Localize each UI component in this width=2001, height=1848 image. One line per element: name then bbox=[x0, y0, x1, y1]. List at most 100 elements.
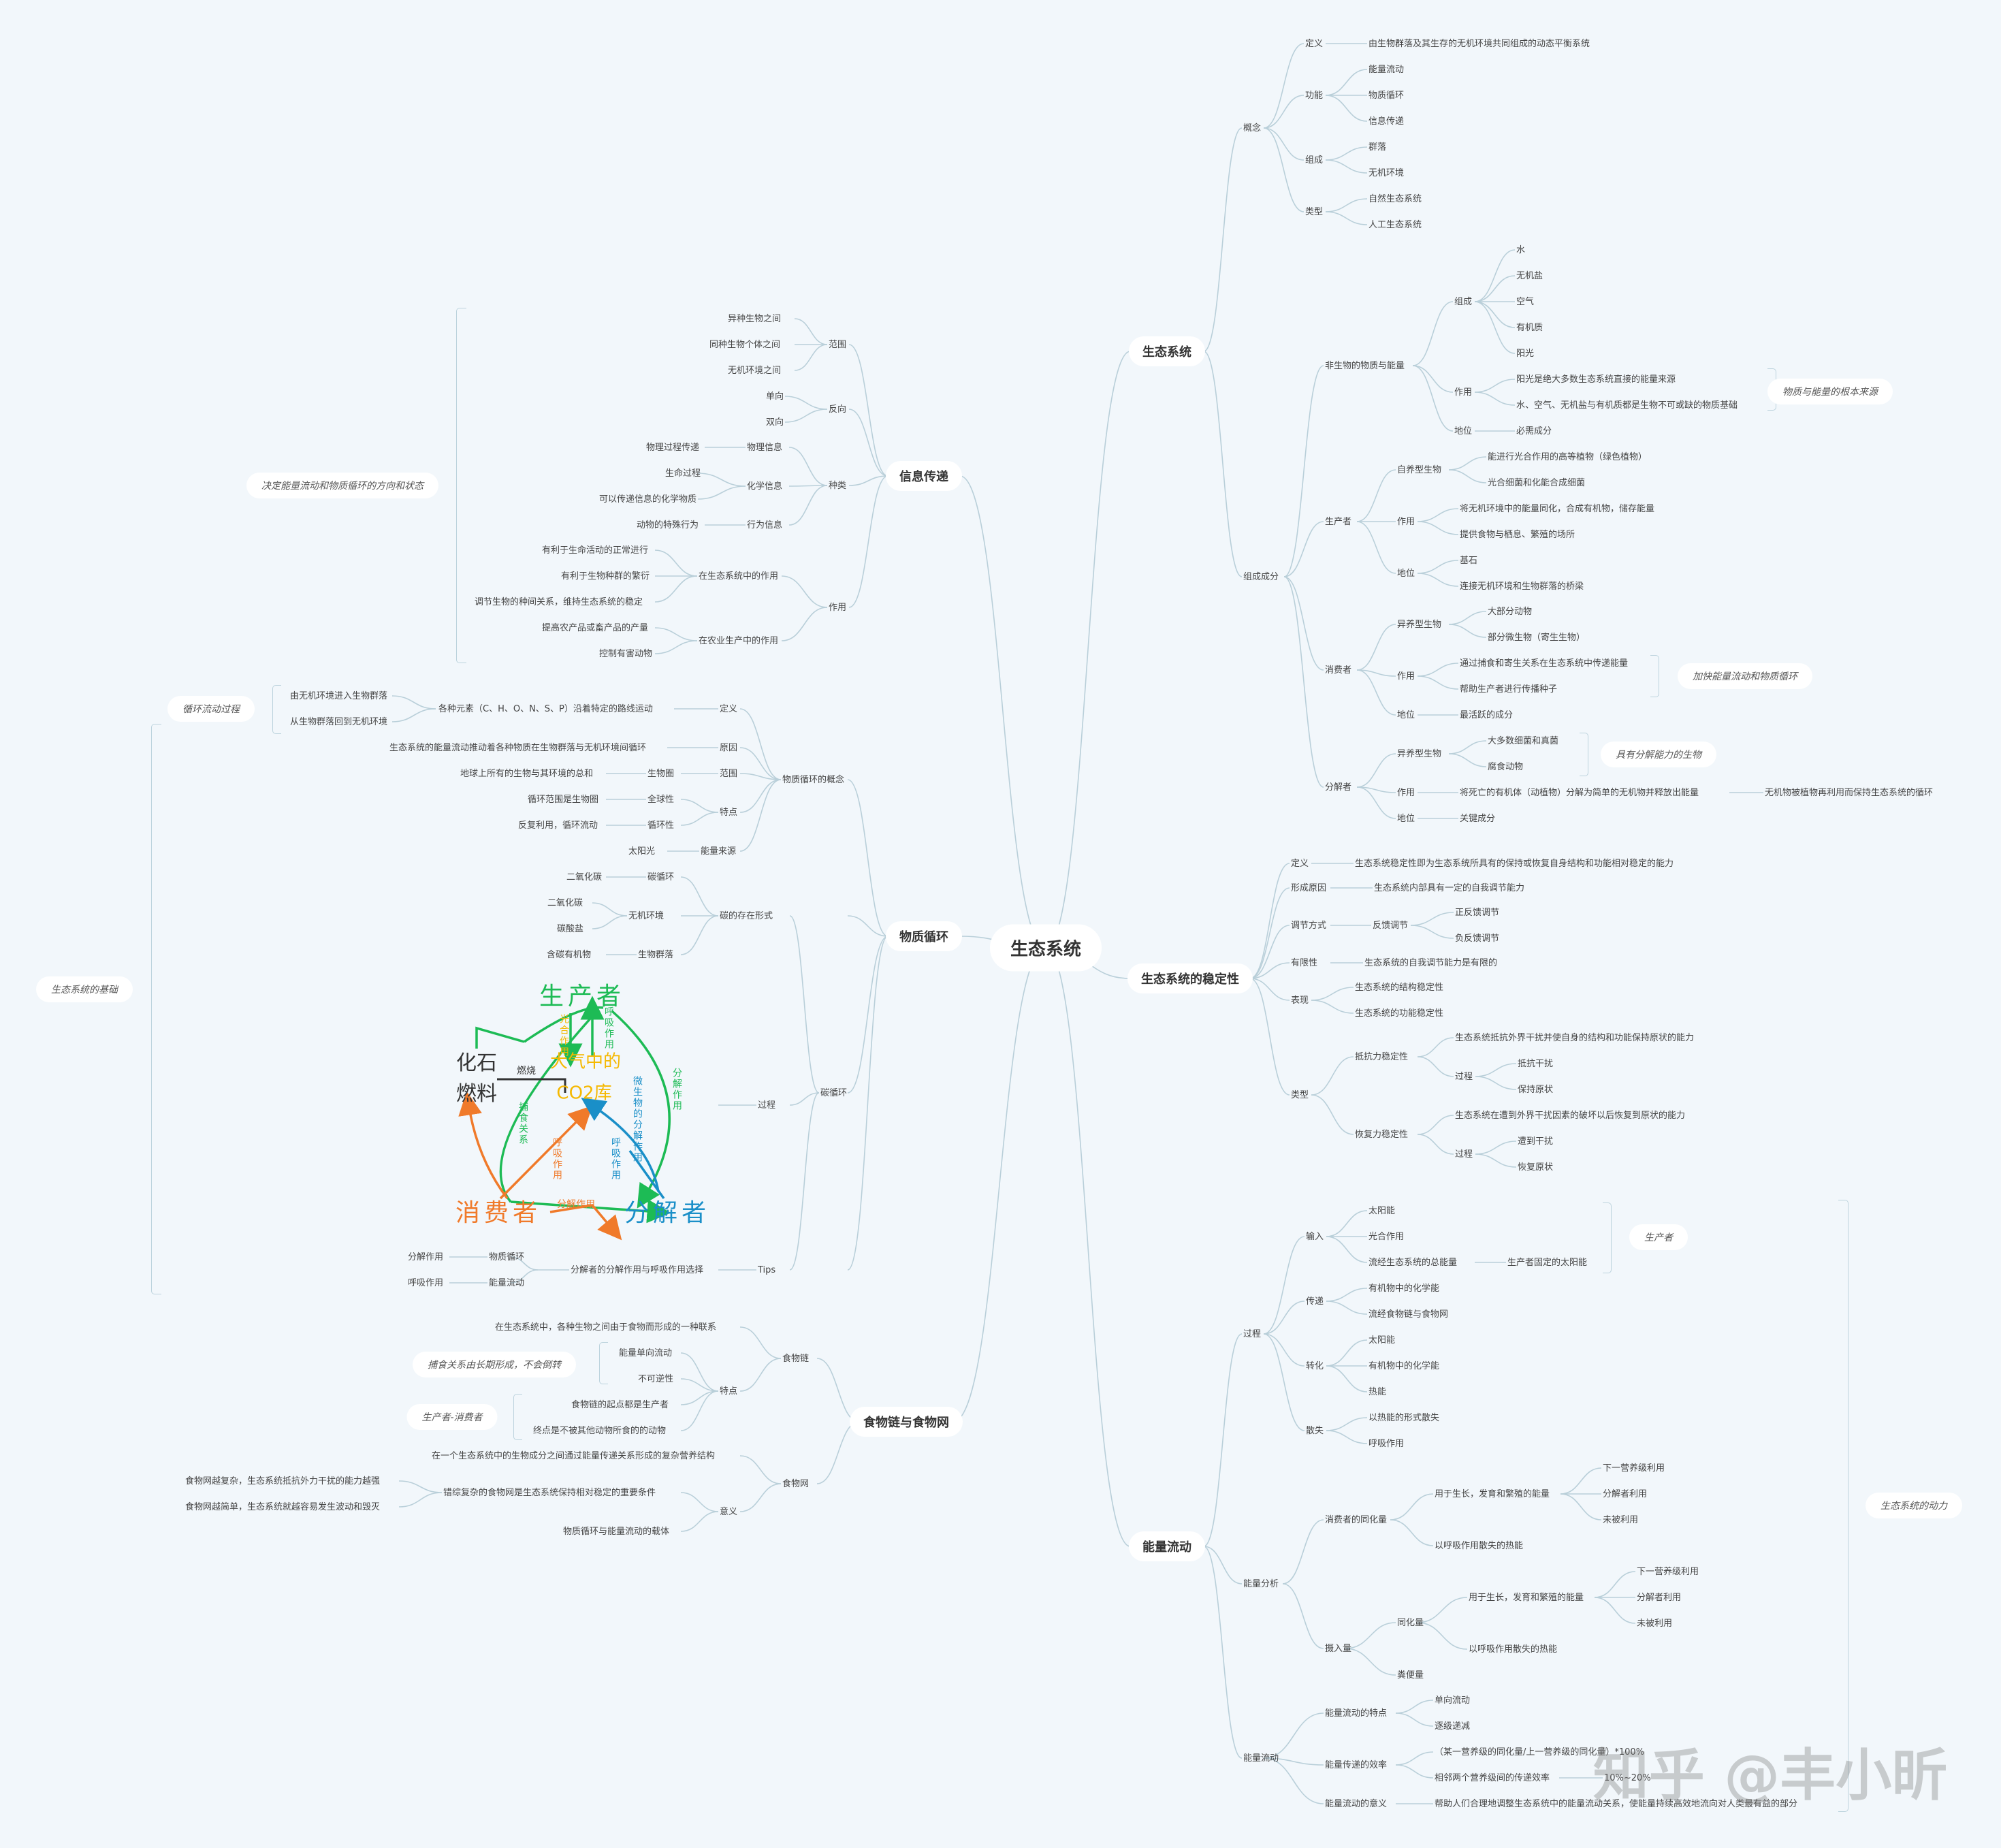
callout-ecosystem-power[interactable]: 生态系统的动力 bbox=[1866, 1493, 1962, 1518]
node[interactable]: 恢复力稳定性 bbox=[1355, 1130, 1409, 1140]
node[interactable]: 散失 bbox=[1306, 1426, 1324, 1436]
node[interactable]: 循环范围是生物圈 bbox=[528, 795, 599, 805]
node[interactable]: 同种生物个体之间 bbox=[709, 340, 781, 350]
node[interactable]: 消费者的同化量 bbox=[1325, 1515, 1388, 1525]
node[interactable]: 能量传递的效率 bbox=[1325, 1760, 1388, 1770]
node[interactable]: 错综复杂的食物网是生态系统保持相对稳定的重要条件 bbox=[443, 1488, 656, 1498]
node[interactable]: 地位 bbox=[1397, 569, 1415, 579]
node[interactable]: 正反馈调节 bbox=[1455, 908, 1500, 918]
node[interactable]: 能量流动的意义 bbox=[1325, 1799, 1388, 1809]
node[interactable]: 遭到干扰 bbox=[1518, 1136, 1554, 1147]
node[interactable]: 水、空气、无机盐与有机质都是生物不可或缺的物质基础 bbox=[1516, 400, 1738, 411]
node[interactable]: 生态系统抵抗外界干扰并使自身的结构和功能保持原状的能力 bbox=[1455, 1033, 1695, 1043]
node[interactable]: 转化 bbox=[1306, 1361, 1324, 1371]
node[interactable]: 大多数细菌和真菌 bbox=[1488, 736, 1559, 746]
node[interactable]: 能量分析 bbox=[1243, 1579, 1279, 1589]
node[interactable]: 作用 bbox=[1397, 788, 1415, 798]
node[interactable]: 能量来源 bbox=[701, 846, 737, 857]
node[interactable]: 物理信息 bbox=[747, 443, 783, 453]
node[interactable]: 部分微生物（寄生生物） bbox=[1488, 633, 1586, 643]
node[interactable]: 大部分动物 bbox=[1488, 607, 1533, 617]
node[interactable]: 恢复原状 bbox=[1518, 1162, 1554, 1173]
node[interactable]: 类型 bbox=[1291, 1090, 1309, 1100]
node[interactable]: 流经食物链与食物网 bbox=[1368, 1309, 1449, 1320]
node[interactable]: 未被利用 bbox=[1637, 1619, 1673, 1629]
branch-info-transfer[interactable]: 信息传递 bbox=[886, 461, 962, 491]
node[interactable]: 非生物的物质与能量 bbox=[1325, 361, 1405, 371]
node[interactable]: 负反馈调节 bbox=[1455, 934, 1500, 944]
node[interactable]: 单向流动 bbox=[1435, 1695, 1471, 1706]
callout-matter-energy-source[interactable]: 物质与能量的根本来源 bbox=[1767, 379, 1893, 404]
callout-decomposer-ability[interactable]: 具有分解能力的生物 bbox=[1601, 742, 1716, 767]
node[interactable]: 食物链的起点都是生产者 bbox=[571, 1400, 669, 1410]
node[interactable]: 生态系统稳定性即为生态系统所具有的保持或恢复自身结构和功能相对稳定的能力 bbox=[1355, 859, 1674, 869]
node[interactable]: 分解者的分解作用与呼吸作用选择 bbox=[571, 1265, 704, 1275]
node[interactable]: 单向 bbox=[766, 392, 784, 402]
node[interactable]: 太阳能 bbox=[1368, 1335, 1396, 1345]
node[interactable]: 生态系统的结构稳定性 bbox=[1355, 983, 1444, 993]
node[interactable]: 人工生态系统 bbox=[1368, 220, 1422, 230]
node[interactable]: 双向 bbox=[766, 417, 784, 428]
node[interactable]: 范围 bbox=[720, 769, 738, 779]
node[interactable]: 物质循环与能量流动的载体 bbox=[563, 1527, 670, 1537]
branch-food-chain[interactable]: 食物链与食物网 bbox=[850, 1407, 963, 1437]
node[interactable]: 物质循环 bbox=[489, 1252, 525, 1262]
node[interactable]: 生态系统的功能稳定性 bbox=[1355, 1008, 1444, 1019]
node[interactable]: 定义 bbox=[1305, 39, 1324, 49]
node[interactable]: 控制有害动物 bbox=[599, 649, 653, 659]
node[interactable]: 用于生长，发育和繁殖的能量 bbox=[1469, 1593, 1584, 1603]
node[interactable]: 作用 bbox=[1397, 671, 1415, 682]
node[interactable]: 分解者利用 bbox=[1637, 1593, 1682, 1603]
branch-stability[interactable]: 生态系统的稳定性 bbox=[1127, 963, 1253, 993]
node[interactable]: 类型 bbox=[1305, 207, 1324, 217]
node[interactable]: 种类 bbox=[829, 481, 847, 491]
node[interactable]: 概念 bbox=[1243, 123, 1262, 133]
node[interactable]: 不可逆性 bbox=[638, 1374, 674, 1384]
node[interactable]: 食物网 bbox=[782, 1479, 810, 1489]
node[interactable]: 呼吸作用 bbox=[1368, 1439, 1405, 1449]
node[interactable]: 保持原状 bbox=[1518, 1085, 1554, 1095]
node[interactable]: 抵抗力稳定性 bbox=[1355, 1052, 1409, 1062]
node[interactable]: 光合作用 bbox=[1368, 1232, 1405, 1242]
node[interactable]: 有机质 bbox=[1516, 323, 1543, 333]
node[interactable]: 关键成分 bbox=[1460, 814, 1496, 824]
node[interactable]: 通过捕食和寄生关系在生态系统中传递能量 bbox=[1460, 658, 1629, 669]
node[interactable]: 能量流动的特点 bbox=[1325, 1708, 1388, 1719]
node[interactable]: 连接无机环境和生物群落的桥梁 bbox=[1460, 582, 1584, 592]
node[interactable]: 生产者固定的太阳能 bbox=[1507, 1258, 1588, 1268]
node[interactable]: 自养型生物 bbox=[1397, 465, 1442, 475]
node[interactable]: 太阳光 bbox=[628, 846, 656, 857]
node[interactable]: 反复利用，循环流动 bbox=[518, 821, 598, 831]
node[interactable]: 能进行光合作用的高等植物（绿色植物） bbox=[1488, 452, 1648, 462]
callout-determine-direction[interactable]: 决定能量流动和物质循环的方向和状态 bbox=[246, 473, 438, 498]
node[interactable]: 自然生态系统 bbox=[1368, 194, 1422, 204]
node[interactable]: 作用 bbox=[1397, 517, 1415, 527]
node[interactable]: 表现 bbox=[1291, 995, 1309, 1006]
node[interactable]: 相邻两个营养级间的传递效率 bbox=[1435, 1773, 1550, 1783]
callout-predation-fixed[interactable]: 捕食关系由长期形成，不会倒转 bbox=[413, 1352, 576, 1377]
node[interactable]: 反馈调节 bbox=[1373, 921, 1409, 931]
callout-producer-consumer[interactable]: 生产者-消费者 bbox=[406, 1404, 498, 1430]
node[interactable]: 碳循环 bbox=[647, 872, 675, 882]
callout-accelerate[interactable]: 加快能量流动和物质循环 bbox=[1678, 663, 1812, 689]
root-node[interactable]: 生态系统 bbox=[989, 924, 1102, 972]
node[interactable]: 生态系统的能量流动推动着各种物质在生物群落与无机环境间循环 bbox=[389, 743, 647, 753]
node[interactable]: 阳光是绝大多数生态系统直接的能量来源 bbox=[1516, 375, 1676, 385]
node[interactable]: 终点是不被其他动物所食的的动物 bbox=[533, 1426, 667, 1436]
node[interactable]: 信息传递 bbox=[1368, 116, 1405, 127]
node[interactable]: 生态系统在遭到外界干扰因素的破坏以后恢复到原状的能力 bbox=[1455, 1111, 1686, 1121]
node[interactable]: 呼吸作用 bbox=[408, 1278, 444, 1288]
node[interactable]: 生产者 bbox=[1325, 517, 1352, 527]
node[interactable]: 地位 bbox=[1454, 426, 1473, 436]
node[interactable]: 无机环境 bbox=[1368, 168, 1405, 178]
node[interactable]: 二氧化碳 bbox=[547, 898, 583, 908]
node[interactable]: 分解者 bbox=[1325, 782, 1352, 793]
node[interactable]: 同化量 bbox=[1397, 1618, 1424, 1628]
node[interactable]: 必需成分 bbox=[1516, 426, 1552, 436]
node[interactable]: 组成成分 bbox=[1243, 572, 1279, 582]
node[interactable]: 有机物中的化学能 bbox=[1368, 1361, 1440, 1371]
node[interactable]: 物质循环 bbox=[1368, 91, 1405, 101]
node[interactable]: 用于生长，发育和繁殖的能量 bbox=[1435, 1489, 1550, 1499]
node[interactable]: 过程 bbox=[758, 1100, 776, 1111]
node[interactable]: 有机物中的化学能 bbox=[1368, 1284, 1440, 1294]
